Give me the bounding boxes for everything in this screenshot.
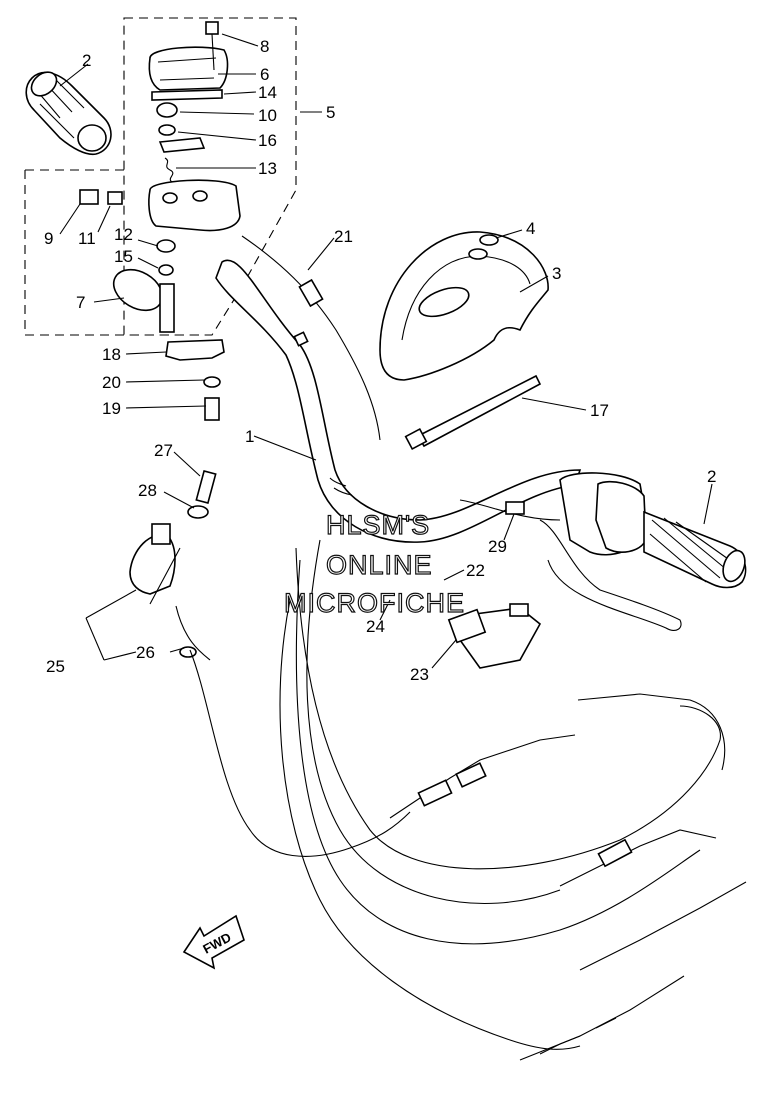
callout-2-left: 2 [82,51,91,70]
callout-19: 19 [102,399,121,418]
fwd-arrow: FWD [182,914,245,970]
callout-labels: 1 2 2 3 4 5 6 7 8 9 10 11 12 13 14 15 16… [44,37,716,684]
watermark-line-3: MICROFICHE [284,588,465,618]
callout-7: 7 [76,293,85,312]
callout-26: 26 [136,643,155,662]
watermark-line-2: ONLINE [326,550,433,580]
callout-25: 25 [46,657,65,676]
watermark-line-1: HLSM'S [326,510,430,540]
master-cylinder-assembly [148,21,241,232]
throttle-housing [129,469,217,661]
leader-lines [59,33,713,669]
left-grip [25,71,112,156]
callout-1: 1 [245,427,254,446]
handlebar-cover [379,231,549,381]
handlebar-holder [165,339,225,421]
lever-assembly [79,189,176,333]
callout-3: 3 [552,264,561,283]
callout-21: 21 [334,227,353,246]
callout-16: 16 [258,131,277,150]
callout-6: 6 [260,65,269,84]
callout-20: 20 [102,373,121,392]
callout-12: 12 [114,225,133,244]
callout-10: 10 [258,106,277,125]
callout-5: 5 [326,103,335,122]
callout-23: 23 [410,665,429,684]
callout-24: 24 [366,617,385,636]
callout-28: 28 [138,481,157,500]
callout-4: 4 [526,219,535,238]
cable-tie [404,374,542,451]
callout-11: 11 [78,229,96,248]
callout-8: 8 [260,37,269,56]
callout-29: 29 [488,537,507,556]
cover-cap [479,234,499,246]
callout-13: 13 [258,159,277,178]
callout-22: 22 [466,561,485,580]
right-switch-and-grip [539,472,747,631]
watermark: HLSM'S ONLINE MICROFICHE [283,509,465,618]
callout-14: 14 [258,83,277,102]
callout-2-right: 2 [707,467,716,486]
brake-switch [447,603,542,669]
callout-15: 15 [114,247,133,266]
cables [189,235,747,1061]
callout-9: 9 [44,229,53,248]
callout-17: 17 [590,401,609,420]
callout-27: 27 [154,441,173,460]
assembly-box-lever [24,169,210,336]
callout-18: 18 [102,345,121,364]
